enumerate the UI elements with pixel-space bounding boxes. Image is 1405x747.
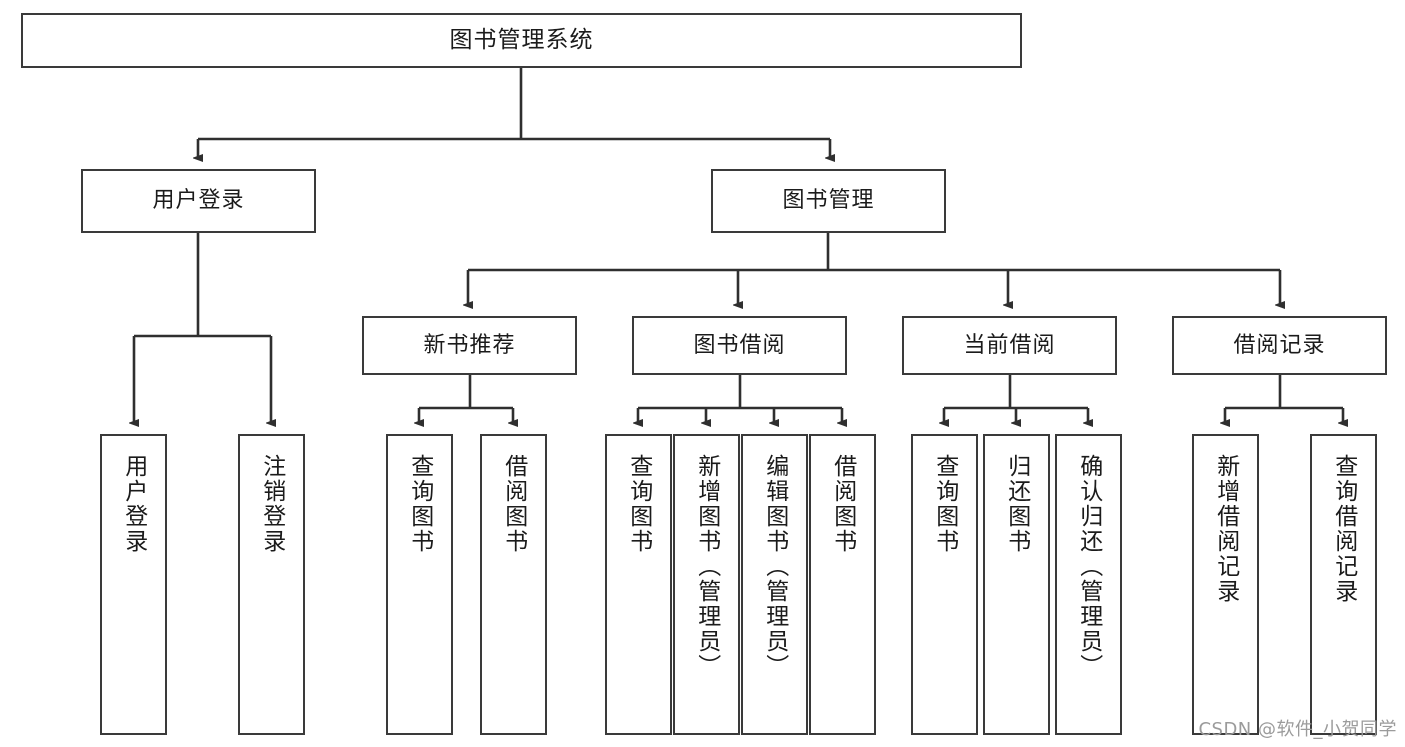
node-leaf-query-book-3[interactable]: 查询图书 <box>911 434 978 735</box>
node-user-login-label: 用户登录 <box>152 188 245 214</box>
node-leaf-add-book[interactable]: 新增图书（管理员） <box>673 434 740 735</box>
node-leaf-logout[interactable]: 注销登录 <box>238 434 305 735</box>
node-leaf-borrow-book-1[interactable]: 借阅图书 <box>480 434 547 735</box>
node-leaf-query-book-2-label: 查询图书 <box>625 454 652 554</box>
node-leaf-query-book-1[interactable]: 查询图书 <box>386 434 453 735</box>
node-leaf-user-login[interactable]: 用户登录 <box>100 434 167 735</box>
node-root[interactable]: 图书管理系统 <box>21 13 1022 68</box>
node-leaf-borrow-book-2-label: 借阅图书 <box>829 454 856 554</box>
node-leaf-borrow-book-1-label: 借阅图书 <box>500 454 527 554</box>
node-leaf-logout-label: 注销登录 <box>258 454 285 554</box>
node-leaf-user-login-label: 用户登录 <box>120 454 147 554</box>
node-current-borrow-label: 当前借阅 <box>963 332 1056 358</box>
node-leaf-add-record[interactable]: 新增借阅记录 <box>1192 434 1259 735</box>
node-new-book-recommend-label: 新书推荐 <box>423 332 516 358</box>
node-leaf-confirm-return-label: 确认归还（管理员） <box>1075 454 1102 679</box>
node-book-manage-label: 图书管理 <box>782 188 875 214</box>
node-leaf-query-record[interactable]: 查询借阅记录 <box>1310 434 1377 735</box>
node-leaf-edit-book[interactable]: 编辑图书（管理员） <box>741 434 808 735</box>
node-leaf-add-book-label: 新增图书（管理员） <box>693 454 720 679</box>
node-new-book-recommend[interactable]: 新书推荐 <box>362 316 577 375</box>
node-book-manage[interactable]: 图书管理 <box>711 169 946 233</box>
csdn-watermark: CSDN @软件_小贺同学 <box>1198 719 1397 740</box>
node-leaf-query-book-2[interactable]: 查询图书 <box>605 434 672 735</box>
node-leaf-borrow-book-2[interactable]: 借阅图书 <box>809 434 876 735</box>
node-leaf-return-book[interactable]: 归还图书 <box>983 434 1050 735</box>
node-borrow-record-label: 借阅记录 <box>1233 332 1326 358</box>
node-root-label: 图书管理系统 <box>449 27 594 54</box>
node-leaf-return-book-label: 归还图书 <box>1003 454 1030 554</box>
node-book-borrow-label: 图书借阅 <box>693 332 786 358</box>
node-leaf-query-book-3-label: 查询图书 <box>931 454 958 554</box>
node-user-login[interactable]: 用户登录 <box>81 169 316 233</box>
node-leaf-add-record-label: 新增借阅记录 <box>1212 454 1239 604</box>
node-leaf-edit-book-label: 编辑图书（管理员） <box>761 454 788 679</box>
node-leaf-query-record-label: 查询借阅记录 <box>1330 454 1357 604</box>
node-book-borrow[interactable]: 图书借阅 <box>632 316 847 375</box>
node-leaf-query-book-1-label: 查询图书 <box>406 454 433 554</box>
node-leaf-confirm-return[interactable]: 确认归还（管理员） <box>1055 434 1122 735</box>
node-borrow-record[interactable]: 借阅记录 <box>1172 316 1387 375</box>
node-current-borrow[interactable]: 当前借阅 <box>902 316 1117 375</box>
